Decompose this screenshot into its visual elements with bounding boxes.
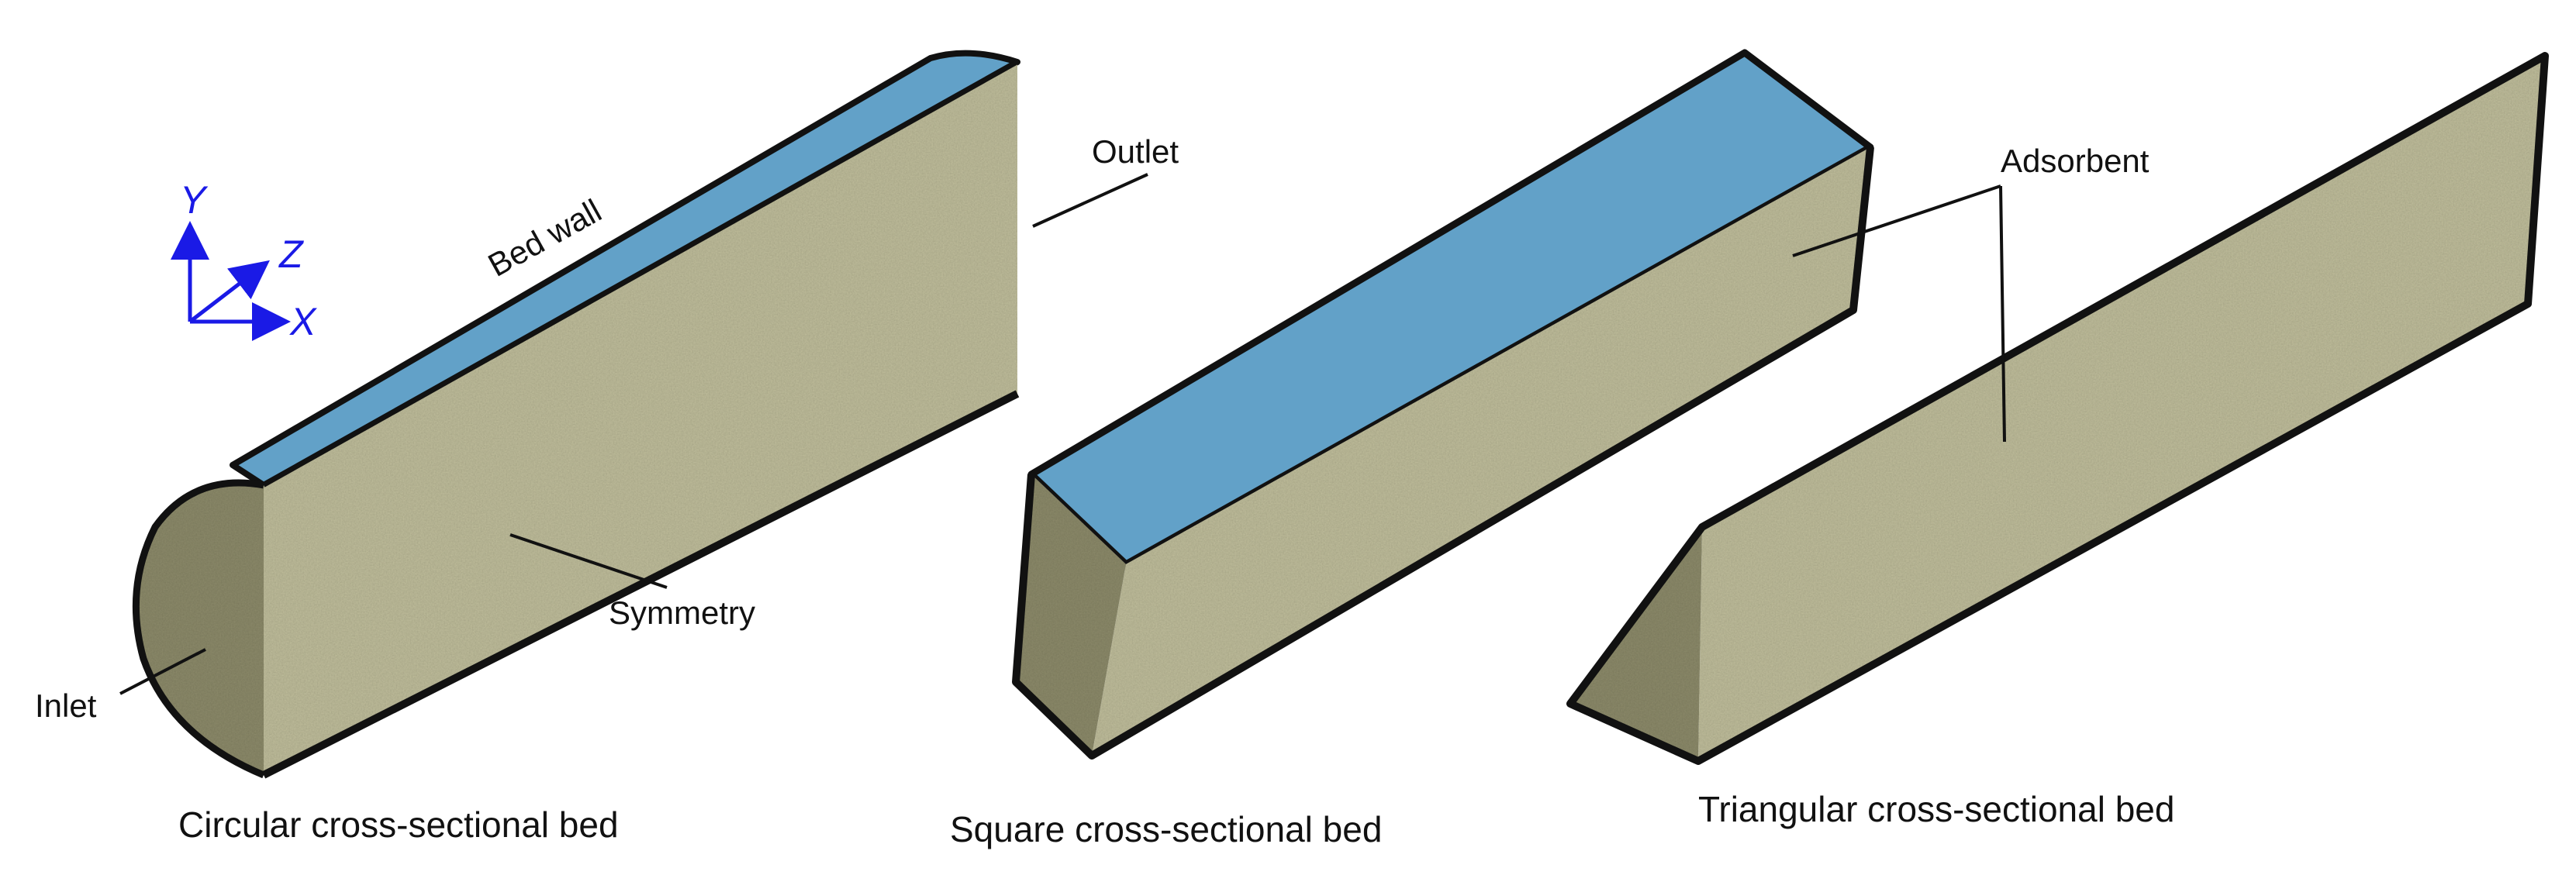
z-axis-arrow [188,260,270,323]
adsorbent-leader-square [1792,184,2001,257]
adsorbent-label: Adsorbent [2001,143,2150,179]
y-axis-label: Y [180,178,209,222]
axis-triad: Y Z X [171,178,317,343]
square-bed [1012,49,1874,760]
caption-triangular: Triangular cross-sectional bed [1698,789,2174,829]
triangular-bed [1566,52,2549,765]
symmetry-label: Symmetry [609,594,755,631]
symmetry-leader [509,533,668,589]
triangular-bed-end-face [1570,527,1702,761]
inlet-leader [119,648,206,695]
x-axis-label: X [289,300,317,343]
outlet-leader [1032,173,1148,228]
caption-square: Square cross-sectional bed [950,809,1382,849]
circular-bed-symmetry-face [264,62,1017,775]
inlet-label: Inlet [35,687,97,724]
triangular-bed-top-face [1698,56,2545,761]
outlet-label: Outlet [1092,133,1179,170]
leader-lines [119,173,2006,695]
circular-bed [132,50,1020,779]
caption-circular: Circular cross-sectional bed [178,804,619,845]
adsorbent-leader-triangular [1999,185,2006,443]
square-bed-side-face [1092,147,1870,756]
z-axis-label: Z [278,233,304,276]
square-bed-end-face [1016,474,1126,756]
